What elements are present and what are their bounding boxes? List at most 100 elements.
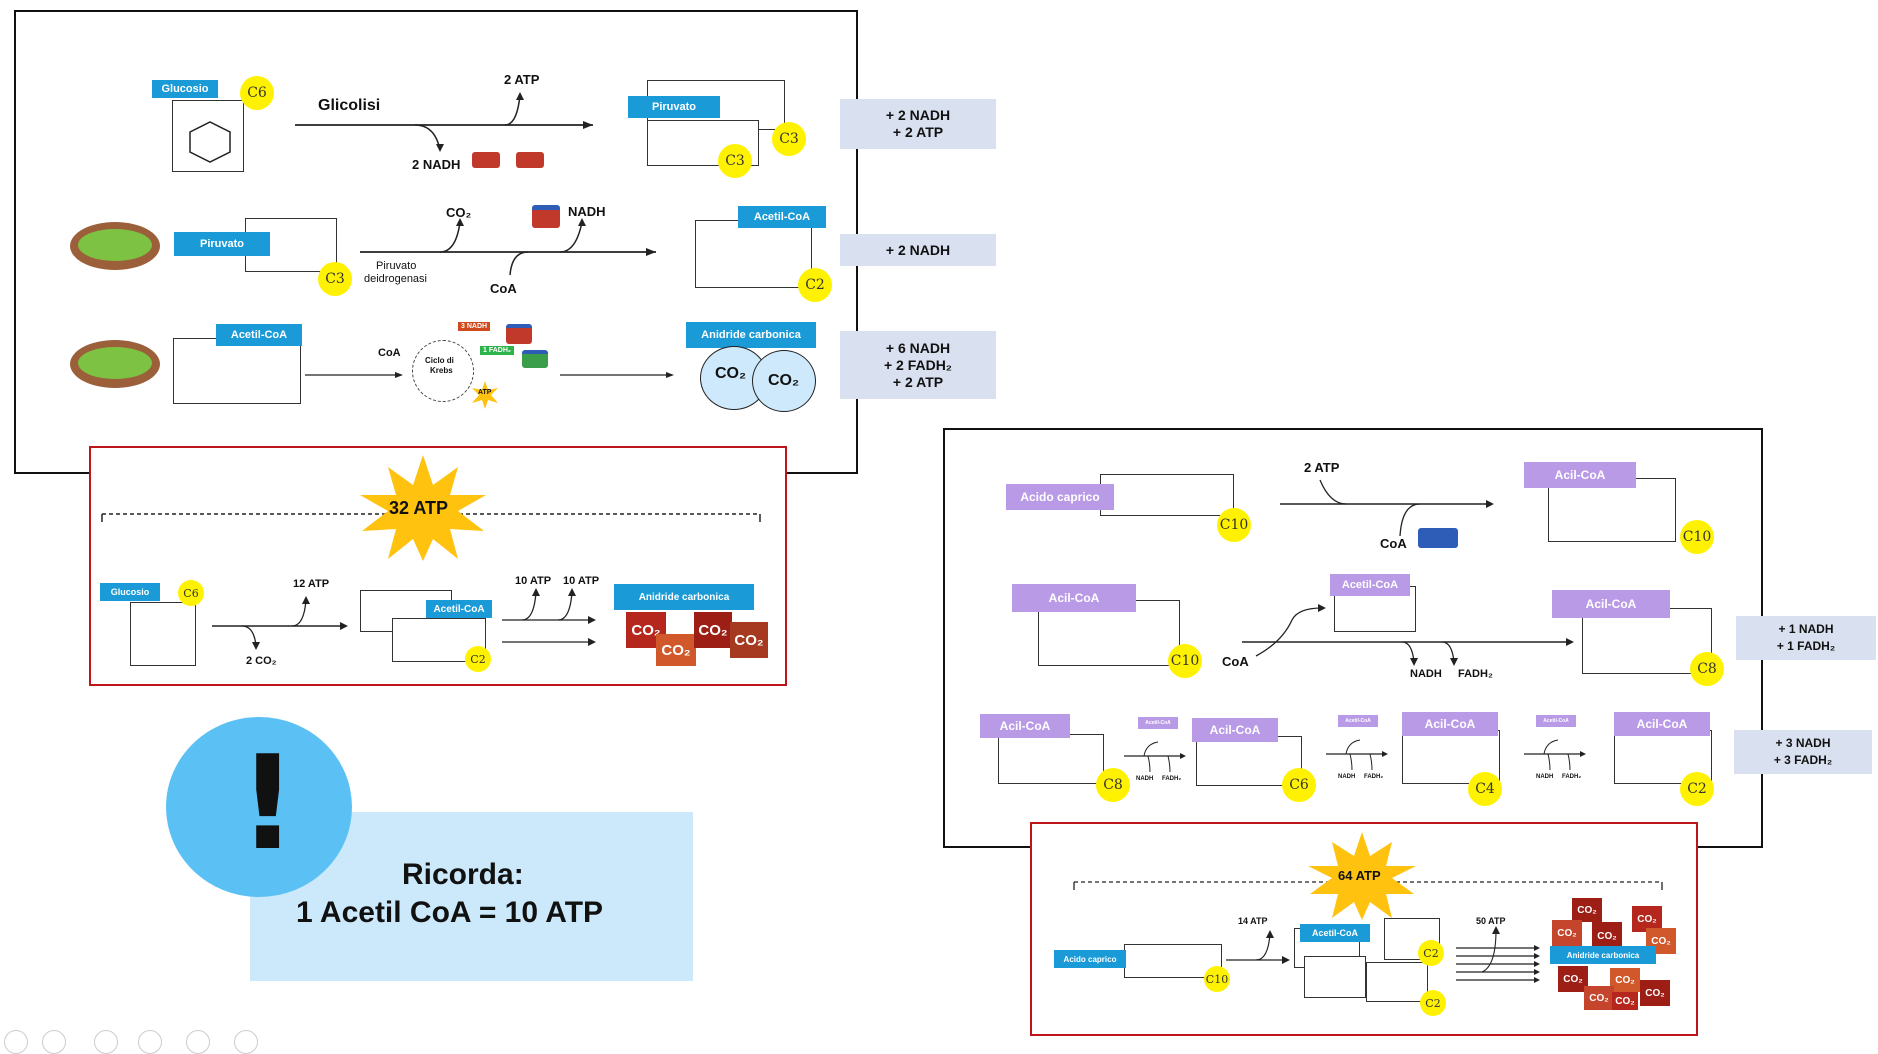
label-glucosio: Glucosio xyxy=(100,583,160,601)
carbon-badge: C2 xyxy=(465,646,491,672)
co2-block: CO₂ xyxy=(1640,980,1670,1006)
note-line2: 1 Acetil CoA = 10 ATP xyxy=(296,896,604,929)
side-line: + 3 FADH₂ xyxy=(1773,753,1833,767)
label-anidride: Anidride carbonica xyxy=(686,322,816,348)
side-summary-row3: + 6 NADH + 2 FADH₂ + 2 ATP xyxy=(840,331,996,399)
co2-block: CO₂ xyxy=(1632,906,1662,932)
mitochondrion-icon xyxy=(70,340,160,388)
label-acetilcoa: Acetil-CoA xyxy=(738,206,826,228)
label-acetil-small: Acetil-CoA xyxy=(1536,715,1576,727)
burst-icon xyxy=(1308,832,1416,920)
side-summary-beta2: + 3 NADH + 3 FADH₂ xyxy=(1734,730,1872,774)
label-acil: Acil-CoA xyxy=(1402,712,1498,736)
exclamation-icon: ! xyxy=(238,727,298,879)
truck-icon xyxy=(506,324,532,344)
carbon-badge: C8 xyxy=(1690,652,1724,686)
side-line: + 6 NADH xyxy=(885,339,951,356)
arrow-krebs-in xyxy=(305,372,403,378)
coa-input: CoA xyxy=(1222,654,1249,669)
co2-bubble xyxy=(752,350,816,412)
step-arrow xyxy=(1124,741,1186,773)
side-line: + 1 FADH₂ xyxy=(1776,639,1836,653)
side-line: + 1 NADH xyxy=(1778,622,1834,636)
note-circle xyxy=(166,717,352,897)
zoom-icon[interactable] xyxy=(186,1030,210,1054)
label-acetilcoa: Acetil-CoA xyxy=(426,600,492,618)
glucose-structure xyxy=(130,602,196,666)
nadh-output: NADH xyxy=(568,204,606,219)
label-acetil: Acetil-CoA xyxy=(1300,924,1370,942)
krebs-cycle xyxy=(412,340,474,402)
carbon-badge: C8 xyxy=(1096,768,1130,802)
atp-output: 10 ATP xyxy=(563,575,600,587)
carbon-badge: C10 xyxy=(1680,520,1714,554)
side-summary-row2: + 2 NADH xyxy=(840,234,996,266)
co2-block: CO₂ xyxy=(730,622,768,658)
pen-icon[interactable] xyxy=(94,1030,118,1054)
fadh-small: FADH₂ xyxy=(1364,774,1383,780)
side-line: + 2 ATP xyxy=(892,124,944,140)
atp-tag: ATP xyxy=(478,389,492,396)
carbon-badge: C2 xyxy=(1420,990,1446,1016)
coa-label: CoA xyxy=(378,347,401,359)
side-line: + 2 ATP xyxy=(892,373,944,390)
arrow-glicolisi xyxy=(295,92,593,152)
carbon-badge: C4 xyxy=(1468,772,1502,806)
mitochondrion-icon xyxy=(70,222,160,270)
atp-input: 2 ATP xyxy=(1304,460,1340,475)
co2-label: CO₂ xyxy=(715,365,747,382)
label-acil: Acil-CoA xyxy=(1524,462,1636,488)
label-anidride: Anidride carbonica xyxy=(1550,946,1656,964)
arrow-pdh xyxy=(360,218,656,276)
co2-block: CO₂ xyxy=(1610,968,1640,992)
label-acido: Acido caprico xyxy=(1054,950,1126,968)
co2-block: CO₂ xyxy=(1612,992,1638,1010)
label-piruvato: Piruvato xyxy=(174,232,270,256)
co2-block: CO₂ xyxy=(1592,922,1622,950)
slides-grid-icon[interactable] xyxy=(138,1030,162,1054)
atp-output: 12 ATP xyxy=(293,578,330,590)
prev-slide-icon[interactable] xyxy=(4,1030,28,1054)
label-acil: Acil-CoA xyxy=(1012,584,1136,612)
carbon-badge: C10 xyxy=(1204,966,1230,992)
label-acetilcoa: Acetil-CoA xyxy=(216,324,302,346)
more-options-icon[interactable] xyxy=(234,1030,258,1054)
truck-icon xyxy=(516,152,544,168)
co2-label: CO₂ xyxy=(768,372,800,389)
acetylcoa-structure xyxy=(173,338,301,404)
step-arrow xyxy=(1524,739,1586,771)
carbon-badge: C2 xyxy=(1680,772,1714,806)
co2-block: CO₂ xyxy=(1584,986,1614,1010)
carbon-badge: C6 xyxy=(178,580,204,606)
fadh-small: FADH₂ xyxy=(1162,776,1181,782)
enzyme-line2: deidrogenasi xyxy=(364,273,427,285)
co2-block: CO₂ xyxy=(1572,898,1602,922)
carbon-badge: C3 xyxy=(772,122,806,156)
co2-output: CO₂ xyxy=(446,205,472,220)
coa-input: CoA xyxy=(1380,536,1407,551)
side-line: + 2 NADH xyxy=(885,241,951,258)
carbon-badge: C6 xyxy=(240,76,274,110)
fadh-small: FADH₂ xyxy=(1562,774,1581,780)
side-line: + 2 FADH₂ xyxy=(883,356,953,373)
acetylcoa-structure xyxy=(1366,962,1428,1002)
label-acil: Acil-CoA xyxy=(1192,718,1278,742)
nadh-tag: 3 NADH xyxy=(458,322,491,331)
note-line1: Ricorda: xyxy=(402,858,524,891)
label-acil: Acil-CoA xyxy=(1552,590,1670,618)
label-acetil: Acetil-CoA xyxy=(1330,574,1410,596)
label-acil: Acil-CoA xyxy=(980,714,1070,738)
arrow-fa-acetyl xyxy=(1226,930,1290,964)
side-line: + 3 NADH xyxy=(1775,736,1831,750)
fadh-output: FADH₂ xyxy=(1458,668,1493,680)
label-acil: Acil-CoA xyxy=(1614,712,1710,736)
burst-label: 32 ATP xyxy=(389,498,449,518)
truck-icon xyxy=(522,350,548,368)
next-slide-icon[interactable] xyxy=(42,1030,66,1054)
carbon-badge: C10 xyxy=(1217,508,1251,542)
atp-output: 50 ATP xyxy=(1476,916,1506,926)
glucose-ring xyxy=(189,121,231,163)
glucose-structure xyxy=(172,100,244,172)
carbon-badge: C3 xyxy=(318,262,352,296)
acetylcoa-structure xyxy=(695,220,812,288)
